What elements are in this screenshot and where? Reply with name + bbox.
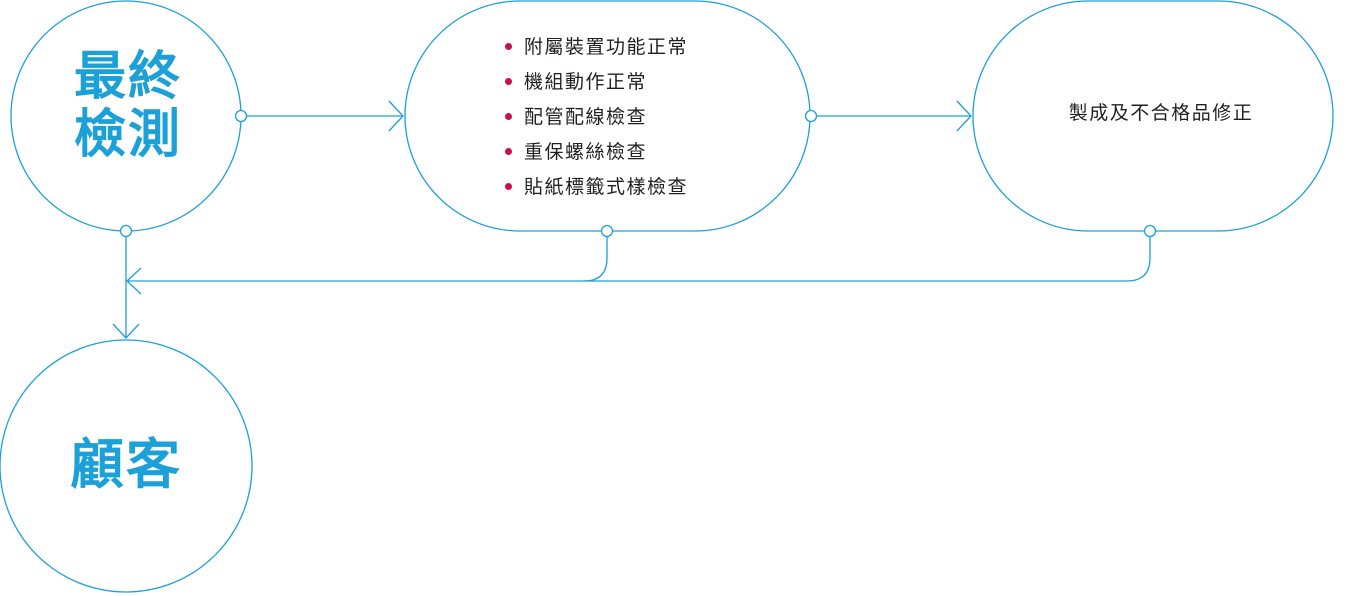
connector-dot-icon: [119, 224, 133, 238]
return-line-from-checks: [583, 237, 608, 282]
customer-title: 顧客: [70, 432, 182, 496]
check-item-label: 機組動作正常: [524, 71, 648, 93]
checks-list: 附屬裝置功能正常 機組動作正常 配管配線檢查 重保螺絲檢查 貼紙標籤式樣檢查: [505, 30, 688, 205]
check-item: 附屬裝置功能正常: [505, 30, 688, 65]
connector-dot-icon: [804, 109, 818, 123]
arrowhead-icon: [956, 100, 972, 132]
bullet-icon: [505, 78, 512, 85]
bullet-icon: [505, 148, 512, 155]
bullet-icon: [505, 113, 512, 120]
check-item-label: 重保螺絲檢查: [524, 141, 648, 163]
connector-dot-icon: [234, 109, 248, 123]
check-item: 貼紙標籤式樣檢查: [505, 170, 688, 205]
final-inspection-title-line: 檢測: [73, 104, 182, 166]
final-inspection-title: 最終 檢測: [38, 46, 218, 166]
bullet-icon: [505, 183, 512, 190]
check-item-label: 配管配線檢查: [524, 106, 648, 128]
check-item: 配管配線檢查: [505, 100, 688, 135]
check-item-label: 貼紙標籤式樣檢查: [524, 176, 689, 198]
connector-dot-icon: [1143, 224, 1157, 238]
arrowhead-left-icon: [126, 267, 142, 295]
connector-dot-icon: [600, 224, 614, 238]
check-item: 重保螺絲檢查: [505, 135, 688, 170]
final-inspection-title-line: 最終: [73, 46, 182, 107]
correction-label: 製成及不合格品修正: [1068, 102, 1254, 124]
return-line-from-correction: [127, 237, 1151, 282]
arrowhead-icon: [388, 100, 404, 132]
check-item: 機組動作正常: [505, 65, 688, 100]
customer-node: [0, 339, 253, 593]
bullet-icon: [505, 43, 512, 50]
arrowhead-down-icon: [112, 323, 140, 339]
check-item-label: 附屬裝置功能正常: [524, 36, 689, 58]
